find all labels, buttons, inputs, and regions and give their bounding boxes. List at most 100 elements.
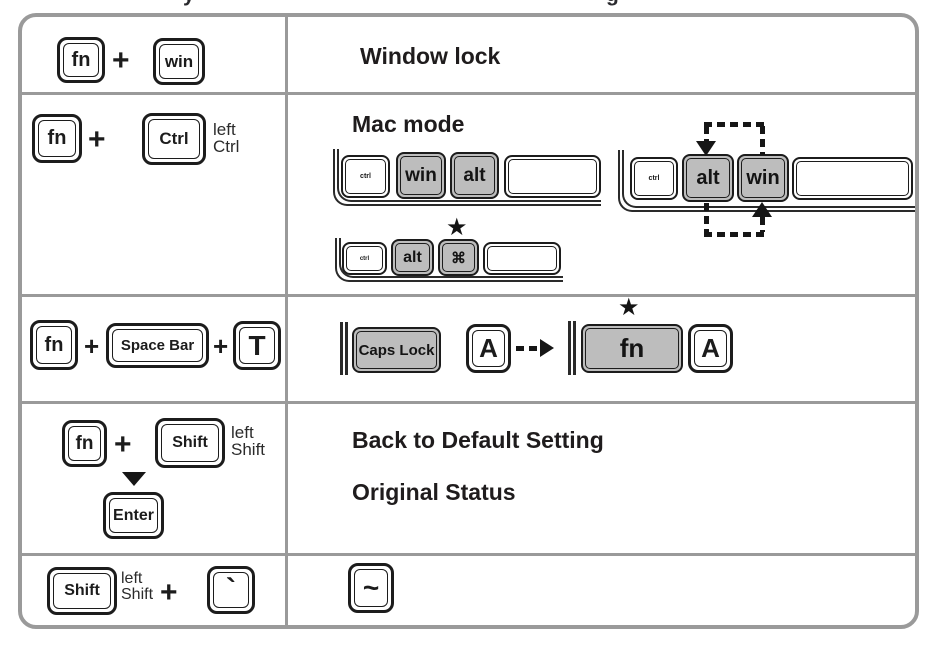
- fn-key: fn: [62, 420, 107, 467]
- plus-sign: +: [112, 44, 130, 77]
- result-title: Original Status: [352, 479, 516, 505]
- down-arrow-icon: [122, 472, 146, 486]
- shift-key-label: Shift: [53, 573, 111, 609]
- keyboard-edge: [335, 238, 563, 282]
- command-key-label: ⌘: [442, 243, 475, 272]
- backtick-key-label: `: [213, 572, 249, 608]
- caps-lock-label: Caps Lock: [356, 331, 437, 369]
- swap-arrow-dash: [704, 126, 709, 141]
- swap-arrow-dash: [760, 217, 765, 232]
- ctrl-key-small: ctrl: [341, 155, 390, 198]
- ctrl-key-label: Ctrl: [148, 119, 200, 159]
- fn-key: fn: [57, 37, 105, 83]
- ctrl-key-label: ctrl: [634, 161, 674, 196]
- t-key-label: T: [239, 327, 275, 364]
- alt-key: alt: [450, 152, 499, 199]
- fn-key-label: fn: [585, 328, 679, 369]
- key-position-note: left Shift: [121, 571, 153, 603]
- plus-sign: +: [160, 576, 178, 609]
- enter-key: Enter: [103, 492, 164, 539]
- column-divider: [285, 17, 288, 625]
- row-divider: [22, 92, 915, 95]
- note-line: Shift: [231, 440, 266, 459]
- tilde-key-label: ~: [354, 569, 388, 607]
- fn-key: fn: [30, 320, 78, 370]
- up-arrow-icon: [752, 202, 772, 217]
- fn-key: fn: [32, 114, 82, 163]
- a-key: A: [466, 324, 511, 373]
- star-icon: ★: [446, 214, 468, 241]
- swap-arrow-dash: [704, 232, 766, 237]
- note-line: Shift: [121, 586, 154, 603]
- win-key: win: [396, 152, 446, 199]
- caps-lock-key: Caps Lock: [352, 327, 441, 373]
- result-title: Mac mode: [352, 111, 465, 137]
- swap-arrow-dash: [760, 126, 765, 155]
- win-key-label: win: [159, 44, 199, 79]
- tilde-key: ~: [348, 563, 394, 613]
- a-key-label: A: [694, 330, 727, 367]
- row-divider: [22, 401, 915, 404]
- plus-sign: +: [114, 428, 132, 461]
- arrow-dash: [516, 346, 539, 351]
- ctrl-key-label: ctrl: [345, 159, 386, 194]
- keyboard-edge-bars: [345, 322, 348, 375]
- enter-key-label: Enter: [109, 498, 158, 533]
- space-bar-blank: [487, 246, 557, 271]
- clipped-text-fragment: g: [606, 0, 636, 8]
- keyboard-edge-bars: [573, 321, 576, 375]
- alt-key-label: alt: [686, 158, 730, 198]
- fn-key-label: fn: [68, 426, 101, 461]
- win-key: win: [153, 38, 205, 85]
- alt-key-label: alt: [454, 156, 495, 195]
- keyboard-edge-bars: [568, 321, 571, 375]
- win-key-label: win: [741, 158, 785, 198]
- ctrl-key-label: ctrl: [346, 246, 383, 271]
- keyboard-edge: [339, 238, 563, 278]
- a-key-label: A: [472, 330, 505, 367]
- fn-key-label: fn: [38, 120, 76, 157]
- plus-sign: +: [213, 331, 229, 361]
- key-position-note: left Ctrl: [213, 121, 239, 155]
- note-line: left: [213, 120, 236, 139]
- space-bar-blank: [796, 161, 909, 196]
- swap-arrow-dash: [704, 122, 766, 127]
- space-bar-key: Space Bar: [106, 323, 209, 368]
- clipped-letter: g: [606, 0, 619, 7]
- space-bar-key: [483, 242, 561, 275]
- clipped-letter: y: [183, 0, 195, 7]
- table-border: [18, 13, 919, 629]
- plus-sign: +: [84, 331, 100, 361]
- space-bar-label: Space Bar: [112, 329, 203, 362]
- alt-key: alt: [682, 154, 734, 202]
- fn-key-label: fn: [36, 326, 72, 364]
- keyboard-edge: [337, 149, 601, 202]
- t-key: T: [233, 321, 281, 370]
- swap-arrow-dash: [704, 203, 709, 232]
- backtick-key: `: [207, 566, 255, 614]
- keyboard-edge: [333, 149, 601, 206]
- win-key-label: win: [400, 156, 442, 195]
- fn-key-wide: fn: [581, 324, 683, 373]
- note-line: left: [121, 570, 143, 587]
- space-bar-key: [792, 157, 913, 200]
- row-divider: [22, 553, 915, 556]
- key-position-note: left Shift: [231, 424, 265, 458]
- alt-key-label: alt: [395, 243, 430, 272]
- note-line: Ctrl: [213, 137, 240, 156]
- ctrl-key: Ctrl: [142, 113, 206, 165]
- space-bar-key: [504, 155, 601, 198]
- shift-key: Shift: [47, 567, 117, 615]
- fn-key-label: fn: [63, 43, 99, 77]
- row-divider: [22, 294, 915, 297]
- down-arrow-icon: [696, 141, 716, 156]
- shift-key-label: Shift: [161, 424, 219, 462]
- star-icon: ★: [618, 294, 640, 321]
- result-title: Back to Default Setting: [352, 427, 604, 453]
- ctrl-key-small: ctrl: [630, 157, 678, 200]
- right-arrow-icon: [540, 339, 554, 357]
- alt-key: alt: [391, 239, 434, 276]
- win-key: win: [737, 154, 789, 202]
- command-key: ⌘: [438, 239, 479, 276]
